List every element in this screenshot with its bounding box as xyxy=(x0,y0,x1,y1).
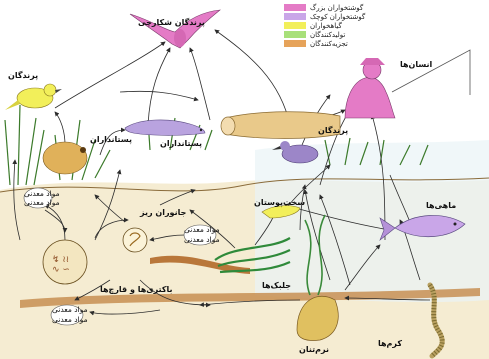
legend: گوشتخواران بزرگ گوشتخواران کوچک گیاهخوار… xyxy=(284,3,366,48)
legend-label-producers: تولیدکنندگان xyxy=(310,30,345,39)
label-small-animals: جانوران ریز xyxy=(139,208,187,217)
legend-label-small-carnivores: گوشتخواران کوچک xyxy=(310,12,366,21)
label-minerals-b-2: مواد معدنی xyxy=(184,235,220,244)
mink-icon xyxy=(125,120,205,135)
hamster-icon xyxy=(43,142,87,174)
label-mammals-left: پستانداران xyxy=(90,135,132,144)
label-algae: جلبک‌ها xyxy=(262,281,291,290)
label-worms: کرم‌ها xyxy=(378,339,402,348)
label-birds-right: پرندگان xyxy=(318,125,348,135)
label-mollusks: نرم‌تنان xyxy=(299,345,329,354)
legend-swatch-decomposers xyxy=(284,40,306,47)
legend-swatch-small-carnivores xyxy=(284,13,306,20)
label-humans: انسان‌ها xyxy=(400,60,433,69)
microorganism-icon xyxy=(123,228,147,252)
svg-text:↯ ≀≀: ↯ ≀≀ xyxy=(52,255,69,265)
svg-text:∿ ∽: ∿ ∽ xyxy=(52,265,70,275)
label-minerals-a-2: مواد معدنی xyxy=(24,198,60,207)
legend-label-large-carnivores: گوشتخواران بزرگ xyxy=(310,3,364,12)
label-minerals-c-2: مواد معدنی xyxy=(52,315,88,324)
legend-label-decomposers: تجزیه‌کنندگان xyxy=(310,39,348,48)
legend-swatch-producers xyxy=(284,31,306,38)
legend-swatch-large-carnivores xyxy=(284,4,306,11)
label-minerals-a-1: مواد معدنی xyxy=(24,189,60,198)
fishing-line xyxy=(392,50,470,95)
label-crustaceans: سخت‌پوستان xyxy=(254,198,305,207)
label-fish: ماهی‌ها xyxy=(426,201,456,210)
label-minerals-b-1: مواد معدنی xyxy=(184,225,220,234)
fisherman-icon xyxy=(345,58,395,118)
label-bacteria-fungi: باکتری‌ها و قارچ‌ها xyxy=(100,285,173,294)
songbird-icon xyxy=(5,84,62,110)
hawk-icon xyxy=(130,10,220,48)
legend-swatch-herbivores xyxy=(284,22,306,29)
label-minerals-c-1: مواد معدنی xyxy=(52,305,88,314)
legend-label-herbivores: گیاهخواران xyxy=(310,21,342,30)
bacteria-fungi-icon: ↯ ≀≀ ∿ ∽ xyxy=(43,240,87,284)
label-raptors: پرندگان شکارچی xyxy=(138,17,205,27)
label-mammals-mid: پستانداران xyxy=(160,139,202,148)
label-birds-left: پرندگان xyxy=(8,70,38,80)
